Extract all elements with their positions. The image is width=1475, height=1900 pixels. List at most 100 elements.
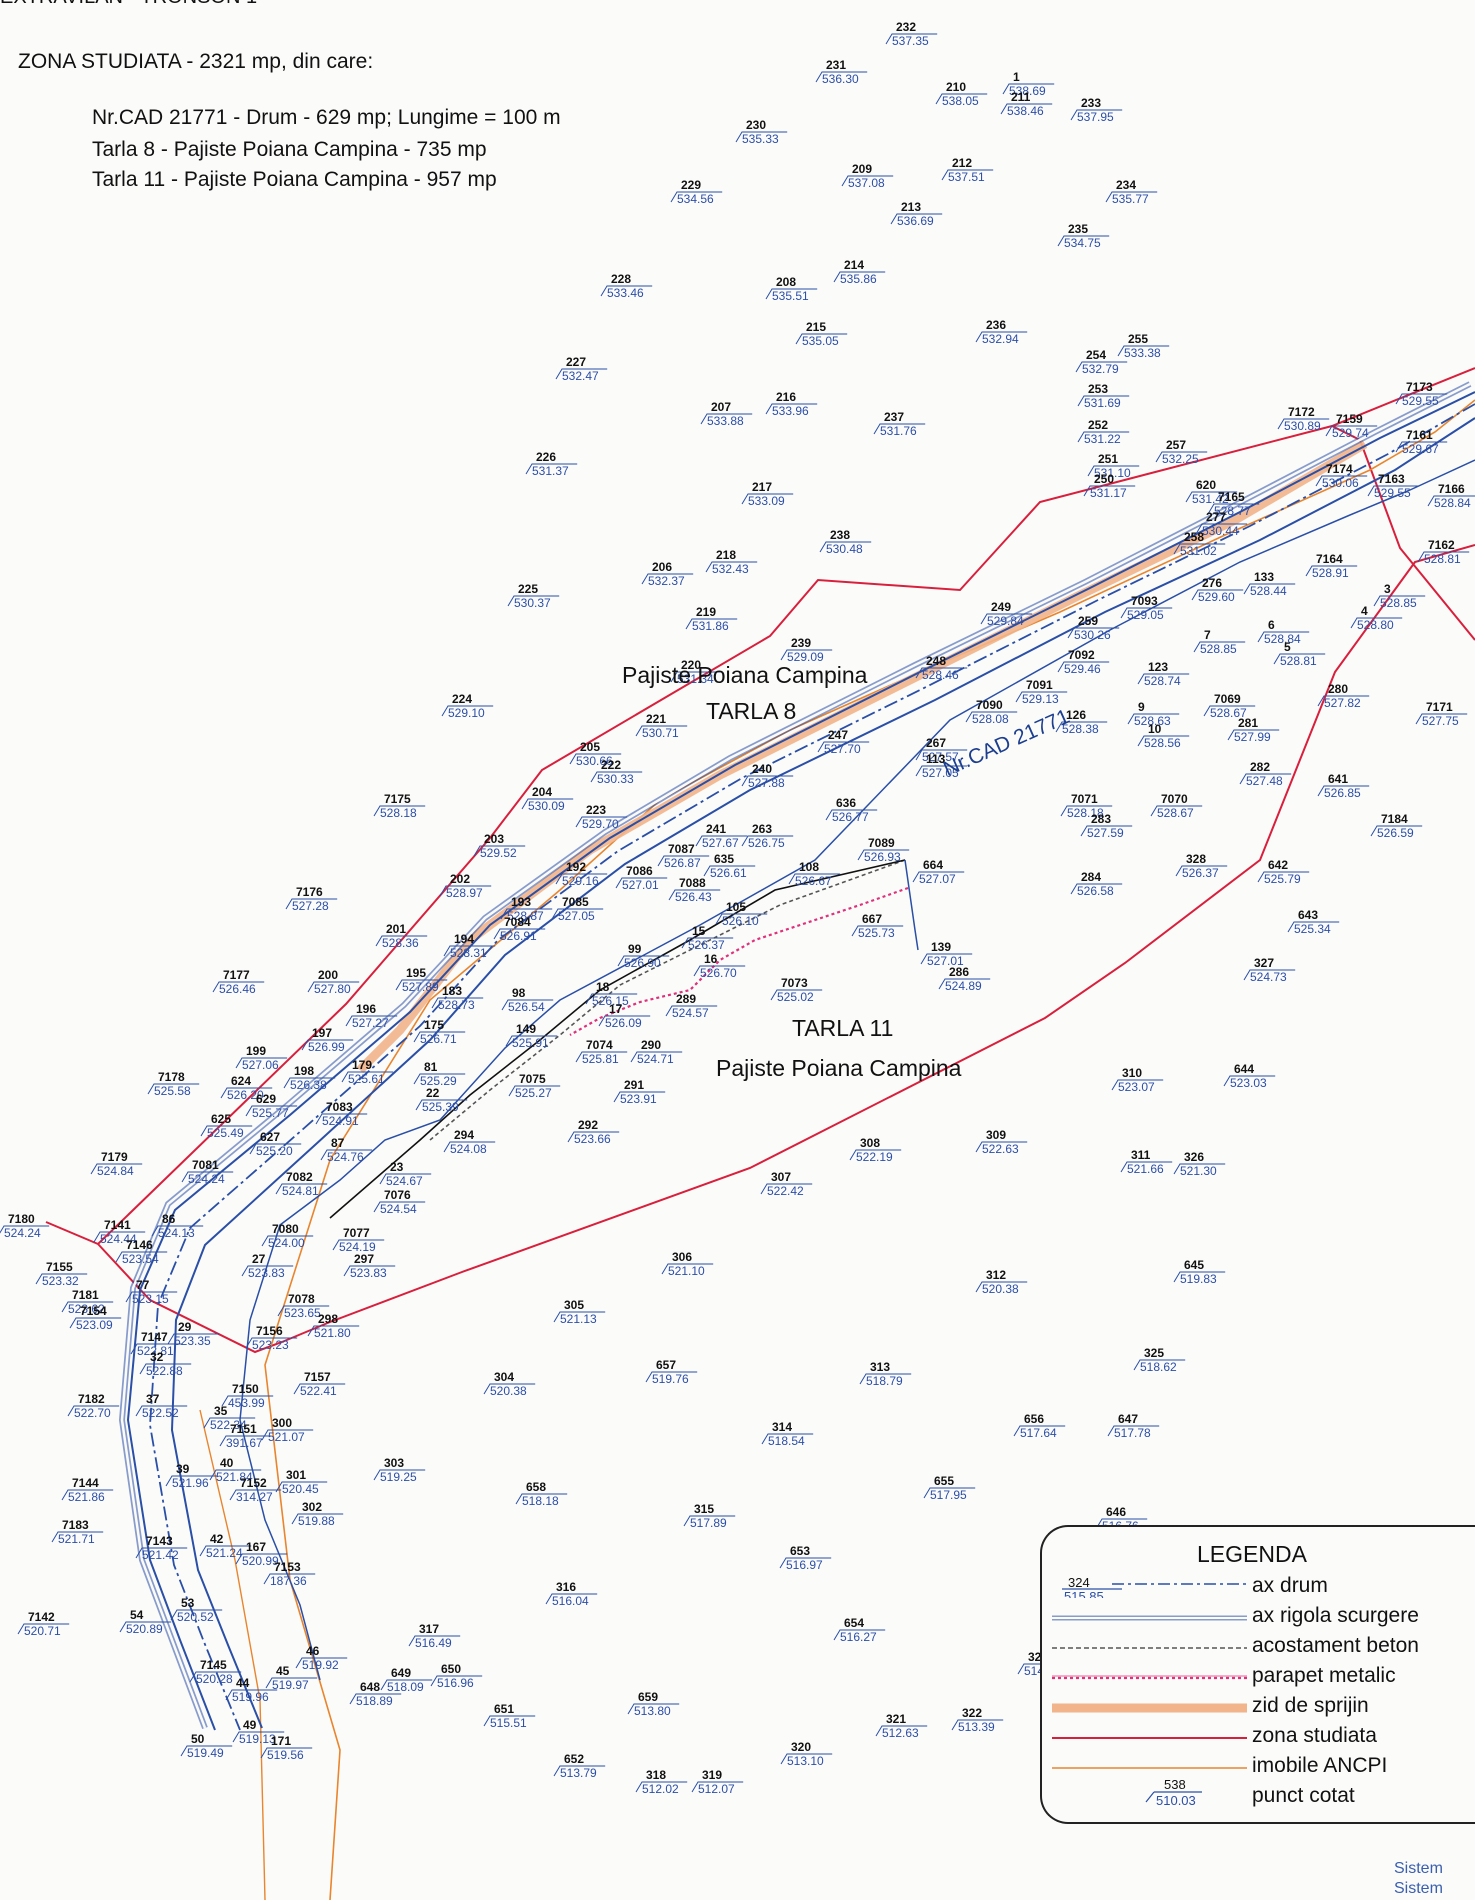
point-elevation: 535.51 [772, 289, 809, 303]
point-id: 22 [426, 1086, 440, 1100]
point-elevation: 518.09 [387, 1680, 424, 1694]
leader-line [965, 711, 1018, 723]
leader-line [615, 877, 668, 889]
point-elevation: 529.05 [1127, 608, 1164, 622]
point-id: 7090 [976, 698, 1003, 712]
leader-line [349, 1693, 402, 1705]
leader-line [780, 649, 833, 661]
leader-line [507, 595, 560, 607]
legend-label: zid de sprijin [1252, 1694, 1369, 1717]
metal-parapet [569, 886, 909, 1036]
leader-line [119, 1621, 172, 1633]
point-id: 254 [1086, 348, 1106, 362]
point-elevation: 527.67 [702, 836, 739, 850]
leader-line [209, 1469, 262, 1481]
point-elevation: 521.86 [68, 1490, 105, 1504]
leader-line [825, 809, 878, 821]
point-id: 651 [494, 1702, 514, 1716]
point-id: 183 [442, 984, 462, 998]
point-id: 197 [312, 1026, 332, 1040]
point-id: 7154 [80, 1304, 107, 1318]
point-elevation: 520.52 [177, 1610, 214, 1624]
point-elevation: 530.44 [1202, 524, 1239, 538]
leader-line [307, 1325, 360, 1337]
point-id: 7156 [256, 1324, 283, 1338]
point-elevation: 527.05 [558, 909, 595, 923]
legend-label: ax rigola scurgere [1252, 1604, 1419, 1627]
point-elevation: 518.89 [356, 1694, 393, 1708]
tarla8-info: Tarla 8 - Pajiste Poiana Campina - 735 m… [92, 138, 487, 161]
point-elevation: 527.27 [352, 1016, 389, 1030]
axis-line-symbol: 324 515.85 [1062, 1576, 1247, 1598]
leader-line [551, 908, 604, 920]
point-elevation: 528.80 [1357, 618, 1394, 632]
point-id: 309 [986, 1128, 1006, 1142]
leader-line [741, 775, 794, 787]
leader-line [1305, 565, 1358, 577]
leader-line [373, 1469, 426, 1481]
leader-line [275, 1481, 328, 1493]
point-id: 10 [1148, 722, 1162, 736]
leader-line [1107, 1425, 1160, 1437]
point-id: 4 [1361, 604, 1368, 618]
point-elevation: 528.85 [1380, 596, 1417, 610]
leader-line [125, 1291, 178, 1303]
point-elevation: 524.08 [450, 1142, 487, 1156]
point-elevation: 530.26 [1074, 628, 1111, 642]
point-elevation: 523.54 [122, 1252, 159, 1266]
header-title: EXTRAVILAN - TRONSON 1 [0, 0, 257, 9]
leader-line [1195, 523, 1248, 535]
point-id: 198 [294, 1064, 314, 1078]
point-id: 7172 [1288, 405, 1315, 419]
point-elevation: 523.32 [42, 1274, 79, 1288]
point-elevation: 524.54 [380, 1202, 417, 1216]
leader-line [483, 1383, 536, 1395]
leader-line [980, 613, 1033, 625]
point-elevation: 531.10 [1094, 466, 1131, 480]
leader-line [189, 1671, 242, 1683]
leader-line [555, 368, 608, 380]
point-elevation: 533.46 [607, 286, 644, 300]
leader-line [1173, 1271, 1226, 1283]
legend-title: LEGENDA [1197, 1541, 1307, 1567]
leader-line [819, 541, 872, 553]
leader-line [165, 1475, 218, 1487]
point-elevation: 537.51 [948, 170, 985, 184]
point-id: 7157 [304, 1370, 331, 1384]
leader-line [1317, 695, 1370, 707]
point-elevation: 524.67 [386, 1174, 423, 1188]
leader-line [1315, 475, 1368, 487]
leader-line [661, 1263, 714, 1275]
study-zone-boundary [45, 367, 1475, 1354]
leader-line [225, 1689, 278, 1701]
leader-line [1193, 641, 1246, 653]
point-id: 267 [926, 736, 946, 750]
